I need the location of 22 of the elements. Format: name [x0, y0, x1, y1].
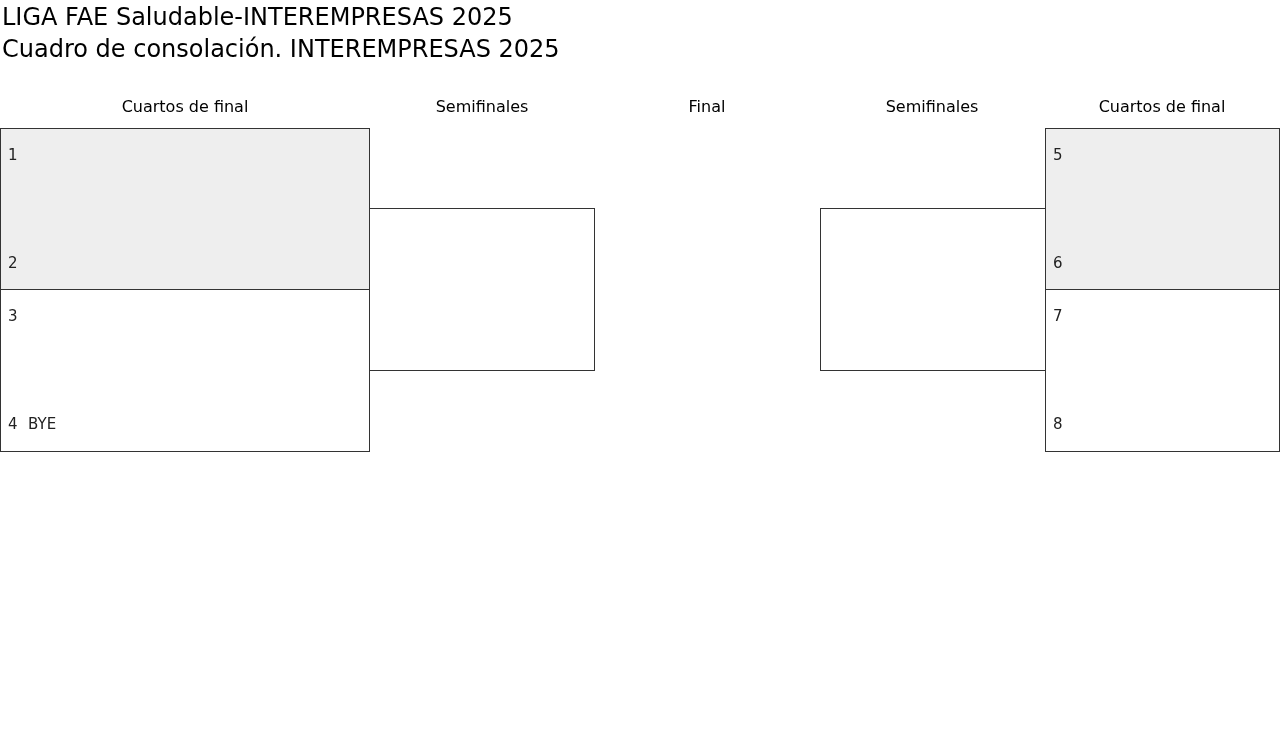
seed-number: 2	[8, 254, 18, 272]
column-header: Cuartos de final	[121, 96, 249, 118]
seed-number: 1	[8, 146, 18, 164]
match-box	[1045, 289, 1280, 452]
seed-number: 6	[1053, 254, 1063, 272]
diagram-title: LIGA FAE Saludable-INTEREMPRESAS 2025	[2, 2, 513, 32]
empty-match-box	[820, 208, 1046, 371]
seed-number: 4	[8, 415, 18, 433]
seed-number: 3	[8, 307, 18, 325]
column-header: Semifinales	[435, 96, 529, 118]
seed-number: 8	[1053, 415, 1063, 433]
column-header: Semifinales	[885, 96, 979, 118]
match-box	[0, 128, 370, 290]
match-box	[0, 289, 370, 452]
diagram-subtitle: Cuadro de consolación. INTEREMPRESAS 2025	[2, 34, 560, 64]
column-header: Cuartos de final	[1098, 96, 1226, 118]
team-name: BYE	[28, 415, 57, 433]
column-header: Final	[688, 96, 726, 118]
seed-number: 5	[1053, 146, 1063, 164]
empty-match-box	[369, 208, 595, 371]
match-box	[1045, 128, 1280, 290]
seed-number: 7	[1053, 307, 1063, 325]
